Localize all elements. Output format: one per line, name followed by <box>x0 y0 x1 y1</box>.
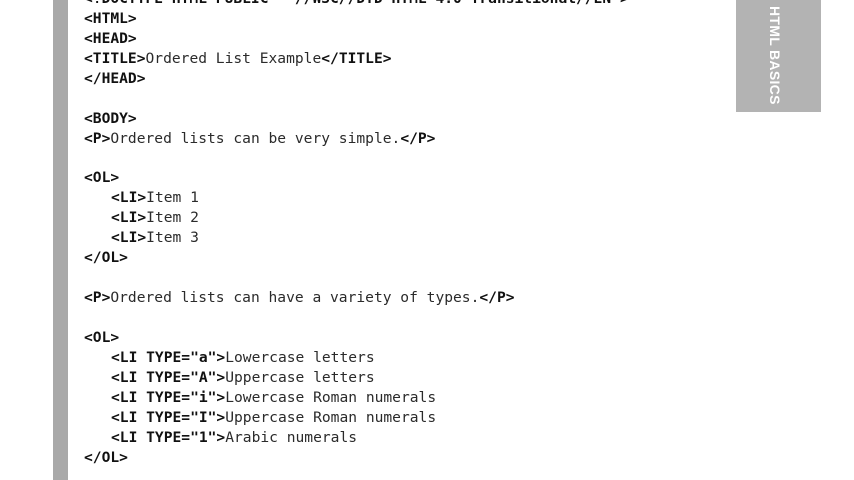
code-tag: <LI TYPE="a"> <box>111 348 226 366</box>
code-line: <LI TYPE="i">Lowercase Roman numerals <box>84 388 629 408</box>
code-line: <TITLE>Ordered List Example</TITLE> <box>84 49 629 69</box>
code-tag: <TITLE> <box>84 49 146 67</box>
code-text: Item 1 <box>146 189 199 207</box>
code-line: <!DOCTYPE HTML PUBLIC "-//W3C//DTD HTML … <box>84 0 629 9</box>
code-line <box>84 89 629 109</box>
code-line: <P>Ordered lists can be very simple.</P> <box>84 129 629 149</box>
code-tag: <HTML> <box>84 9 137 27</box>
code-tag: <OL> <box>84 169 120 187</box>
code-line: <LI>Item 3 <box>84 228 629 248</box>
code-text: Ordered List Example <box>145 49 322 67</box>
code-tag: <LI TYPE="I"> <box>111 408 226 426</box>
code-line: <LI TYPE="I">Uppercase Roman numerals <box>84 408 629 428</box>
code-tag: <LI TYPE="1"> <box>111 428 226 446</box>
code-tag: <BODY> <box>84 109 137 127</box>
code-tag: </TITLE> <box>321 49 392 67</box>
code-tag: <OL> <box>84 328 120 346</box>
code-line: <LI TYPE="A">Uppercase letters <box>84 368 629 388</box>
code-tag: <P> <box>84 129 111 147</box>
code-tag: </P> <box>400 129 436 147</box>
code-tag: <LI TYPE="i"> <box>111 388 226 406</box>
code-line <box>84 149 629 169</box>
code-line: <LI>Item 1 <box>84 188 629 208</box>
code-line: </OL> <box>84 448 629 468</box>
code-line: </OL> <box>84 248 629 268</box>
code-text: Uppercase letters <box>225 368 375 386</box>
code-tag: <LI TYPE="A"> <box>111 368 226 386</box>
code-tag: </P> <box>479 289 515 307</box>
code-text: Lowercase letters <box>225 348 375 366</box>
code-tag: <P> <box>84 289 111 307</box>
code-text: Item 2 <box>146 209 199 227</box>
code-line: <HTML> <box>84 9 629 29</box>
code-text: Ordered lists can be very simple. <box>110 129 401 147</box>
code-text: Lowercase Roman numerals <box>225 388 437 406</box>
code-text: Uppercase Roman numerals <box>225 408 437 426</box>
code-line: <BODY> <box>84 109 629 129</box>
code-line: <LI TYPE="1">Arabic numerals <box>84 428 629 448</box>
code-tag: <HEAD> <box>84 29 137 47</box>
code-line: <LI TYPE="a">Lowercase letters <box>84 348 629 368</box>
chapter-tab-label: HTML BASICS <box>767 6 783 105</box>
code-tag: <!DOCTYPE HTML PUBLIC "-//W3C//DTD HTML … <box>84 0 629 7</box>
code-tag: <LI> <box>111 209 147 227</box>
code-line <box>84 308 629 328</box>
code-tag: </OL> <box>84 249 128 267</box>
code-line: <HEAD> <box>84 29 629 49</box>
code-line: </HEAD> <box>84 69 629 89</box>
code-line: <LI>Item 2 <box>84 208 629 228</box>
code-text: Item 3 <box>146 229 199 247</box>
chapter-tab <box>736 0 821 112</box>
code-line <box>84 268 629 288</box>
code-tag: <LI> <box>111 229 147 247</box>
code-listing: <!DOCTYPE HTML PUBLIC "-//W3C//DTD HTML … <box>84 0 629 468</box>
code-tag: </OL> <box>84 448 128 466</box>
code-line: <P>Ordered lists can have a variety of t… <box>84 288 629 308</box>
page-margin-bar <box>53 0 68 480</box>
code-tag: </HEAD> <box>84 69 146 87</box>
code-tag: <LI> <box>111 189 147 207</box>
code-line: <OL> <box>84 168 629 188</box>
code-text: Ordered lists can have a variety of type… <box>110 289 480 307</box>
code-line: <OL> <box>84 328 629 348</box>
code-text: Arabic numerals <box>225 428 358 446</box>
